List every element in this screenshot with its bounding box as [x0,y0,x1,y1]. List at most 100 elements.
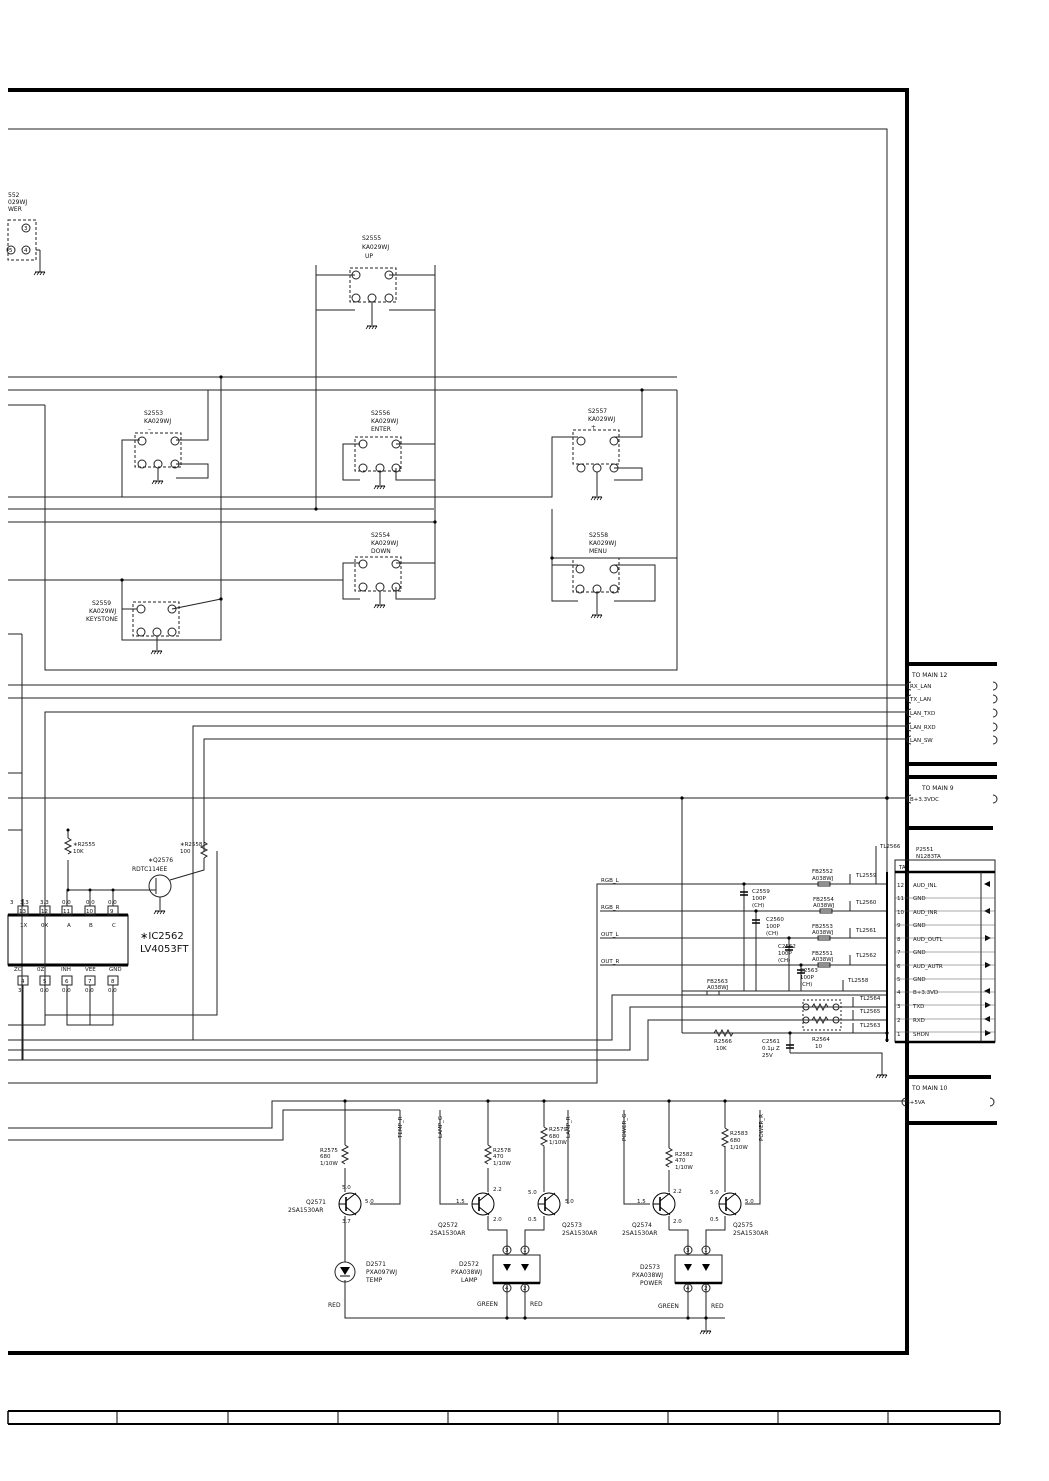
svg-text:0.5: 0.5 [710,1217,719,1223]
connector-main9: TO MAIN 9 B+3.3VDC [885,785,998,804]
svg-text:5: 5 [9,248,13,254]
svg-text:8: 8 [111,979,115,985]
s2558-func: MENU [589,548,607,555]
svg-text:R2578: R2578 [493,1148,511,1154]
svg-text:7: 7 [88,979,92,985]
svg-text:13: 13 [19,909,26,915]
switch-s2555: S2555 KA029WJ UP [315,235,436,330]
svg-text:8: 8 [897,937,901,943]
resistor-r2555: ∗R2555 10K [63,828,96,855]
main12-title: TO MAIN 12 [911,672,948,679]
svg-text:FB2551: FB2551 [812,951,833,957]
svg-text:GND: GND [913,896,926,902]
svg-text:AUD_AUTR: AUD_AUTR [913,964,943,970]
svg-text:D2573: D2573 [640,1264,660,1271]
svg-text:N1283TA: N1283TA [916,854,941,860]
svg-text:100P: 100P [766,924,780,930]
s2553-func: – [148,426,151,433]
ic-part: LV4053FT [140,944,189,955]
svg-text:PXA038WJ: PXA038WJ [451,1269,482,1276]
s2557-part: KA029WJ [588,416,615,423]
svg-text:100: 100 [180,849,191,855]
svg-text:2.0: 2.0 [673,1219,682,1225]
svg-text:Q2572: Q2572 [438,1222,458,1229]
switch-s2554: S2554 KA029WJ DOWN [342,532,435,609]
s2559-part: KA029WJ [89,608,116,615]
svg-text:A038WJ: A038WJ [813,903,835,909]
svg-text:11: 11 [63,909,70,915]
svg-text:R2583: R2583 [730,1131,748,1137]
main10-title: TO MAIN 10 [911,1085,948,1092]
svg-text:2SA1530AR: 2SA1530AR [288,1207,323,1214]
svg-text:3: 3 [18,988,22,994]
svg-text:A038WJ: A038WJ [812,876,834,882]
svg-text:RED: RED [530,1301,543,1308]
transistor-q2576: ∗Q2576 RDTC114EE [66,857,173,915]
svg-text:A038WJ: A038WJ [812,957,834,963]
svg-text:2SA1530AR: 2SA1530AR [430,1230,465,1237]
svg-text:B: B [89,923,93,929]
svg-text:5: 5 [897,977,901,983]
svg-text:470: 470 [675,1158,686,1164]
svg-text:10K: 10K [716,1046,727,1052]
svg-text:TL2565: TL2565 [859,1009,881,1015]
svg-text:∗Q2576: ∗Q2576 [148,857,173,864]
led-driver-wiring [8,1100,907,1330]
svg-text:ZC: ZC [14,967,22,973]
svg-text:A038WJ: A038WJ [812,930,834,936]
svg-text:RX_LAN: RX_LAN [910,684,931,690]
junctions [120,375,889,1320]
svg-text:2: 2 [704,1286,708,1292]
svg-text:LAN_RXD: LAN_RXD [910,725,936,731]
svg-text:R2566: R2566 [714,1039,732,1045]
s2555-ref: S2555 [362,235,381,242]
svg-text:10K: 10K [73,849,84,855]
main12-signal-4: LAN_SW [906,735,998,745]
svg-text:AUD_INL: AUD_INL [913,883,938,889]
svg-text:4: 4 [21,979,25,985]
svg-text:∗R2558: ∗R2558 [180,842,203,848]
svg-text:LAMP_R: LAMP_R [566,1116,572,1138]
svg-text:TL2558: TL2558 [847,978,869,984]
svg-text:3: 3 [686,1248,690,1254]
svg-text:R2579: R2579 [549,1127,567,1133]
svg-text:3.3: 3.3 [40,900,49,906]
s2552-ref: 552 [8,192,20,199]
s2558-part: KA029WJ [589,540,616,547]
svg-text:9: 9 [897,923,901,929]
net-rgb-l: RGB_L [601,878,620,884]
svg-text:GND: GND [913,923,926,929]
main10-signal: B+5VA [906,1100,925,1106]
svg-text:RXD: RXD [913,1018,925,1024]
svg-text:680: 680 [320,1154,331,1160]
connector-main12: TO MAIN 12 RX_LAN TX_LAN LAN_TXD LAN_RXD… [906,672,998,745]
svg-text:0.0: 0.0 [86,900,95,906]
svg-text:POWER_G: POWER_G [622,1114,628,1141]
main12-bus [8,684,907,1040]
svg-text:10: 10 [815,1044,822,1050]
svg-text:3: 3 [897,1004,901,1010]
switch-s2552: 552 029WJ WER 3 4 5 [6,192,46,276]
svg-text:C2563: C2563 [800,968,818,974]
svg-text:TL2559: TL2559 [855,873,877,879]
svg-text:5.0: 5.0 [342,1185,351,1191]
resistor-r2558: ∗R2558 100 [169,841,209,881]
svg-text:4: 4 [24,248,28,254]
s2556-part: KA029WJ [371,418,398,425]
svg-text:TL2560: TL2560 [855,900,877,906]
svg-text:POWER_R: POWER_R [759,1114,765,1141]
svg-text:1.5: 1.5 [637,1199,646,1205]
svg-text:LAN_TXD: LAN_TXD [910,711,935,717]
